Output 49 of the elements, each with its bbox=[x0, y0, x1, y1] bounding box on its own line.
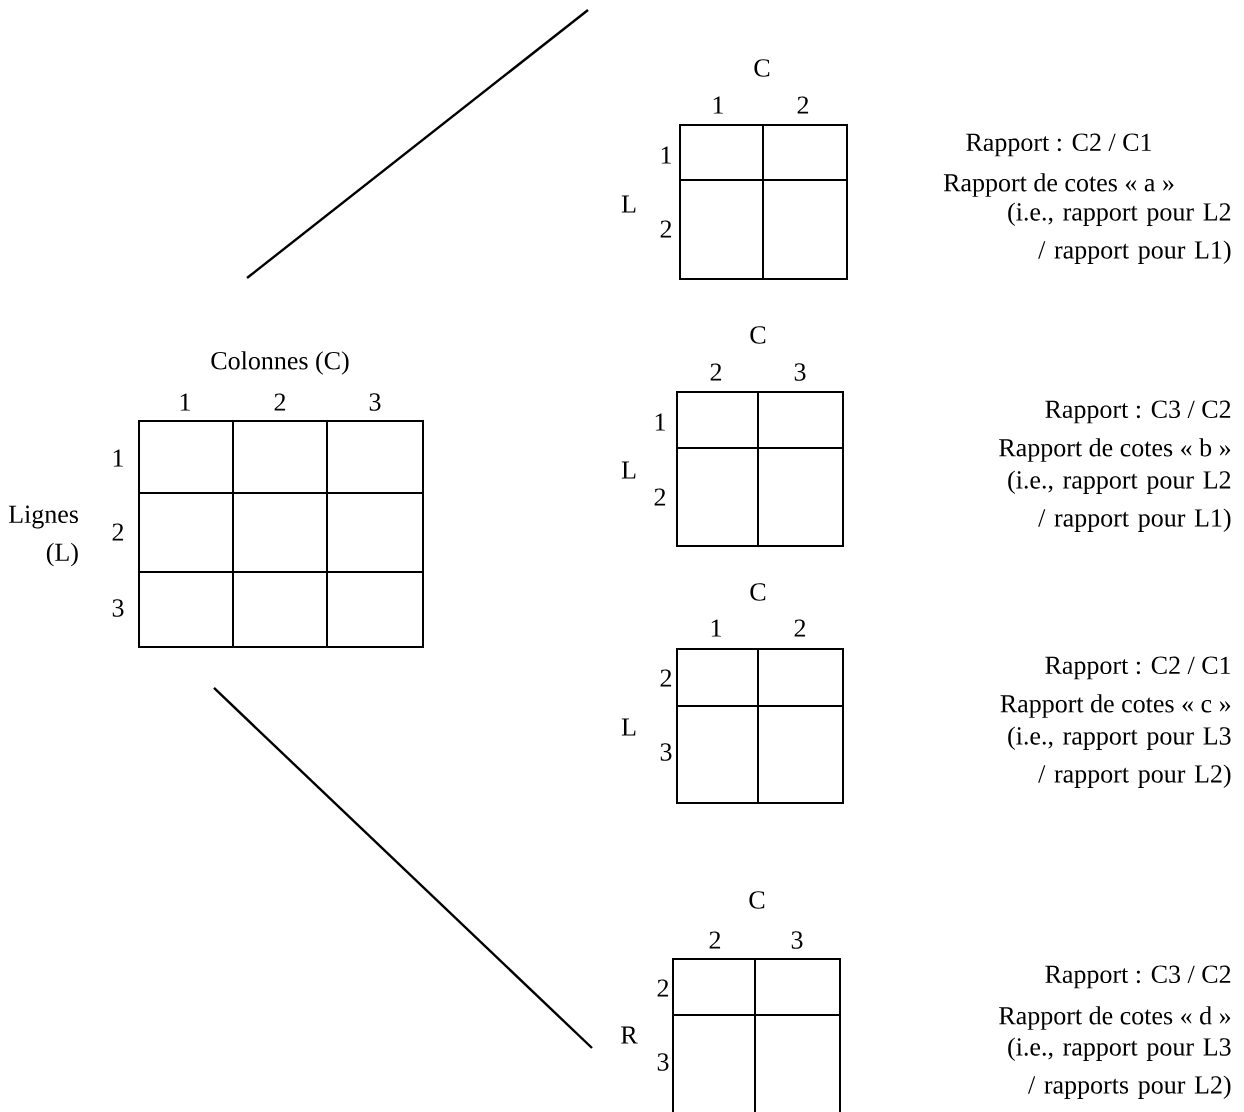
description-text: Rapport : C2 / C1 bbox=[1045, 656, 1231, 680]
description-text: Rapport de cotes « b » bbox=[999, 438, 1231, 462]
description-text: Rapport : C3 / C2 bbox=[1045, 965, 1231, 989]
column-number: 3 bbox=[791, 931, 803, 949]
table-grid bbox=[675, 390, 844, 547]
column-number: 2 bbox=[794, 619, 806, 637]
description-text: Rapport de cotes « c » bbox=[1000, 694, 1231, 718]
axis-title: Colonnes (C) bbox=[211, 351, 349, 375]
column-number: 1 bbox=[711, 619, 721, 637]
axis-title: C bbox=[749, 891, 765, 909]
row-number: 2 bbox=[657, 979, 669, 997]
description-text: (i.e., rapport pour L2 / rapport pour L1) bbox=[1008, 470, 1231, 532]
row-number: 1 bbox=[661, 146, 671, 164]
description-text: (i.e., rapport pour L2 / rapport pour L1) bbox=[1008, 202, 1231, 264]
row-number: 3 bbox=[657, 1053, 669, 1071]
table-grid bbox=[137, 419, 424, 648]
row-number: 1 bbox=[113, 449, 123, 467]
description-text: (i.e., rapport pour L3 / rapport pour L2) bbox=[1008, 726, 1231, 788]
column-number: 3 bbox=[369, 393, 381, 411]
axis-title: L bbox=[621, 461, 636, 479]
table-grid bbox=[678, 123, 848, 280]
axis-title: R bbox=[621, 1026, 638, 1044]
description-text: Rapport de cotes « d » bbox=[999, 1006, 1231, 1030]
column-number: 1 bbox=[180, 393, 190, 411]
description-text: Rapport de cotes « a » bbox=[943, 173, 1174, 197]
row-number: 2 bbox=[112, 523, 124, 541]
row-number: 1 bbox=[655, 413, 665, 431]
table-grid bbox=[675, 647, 844, 804]
axis-title: C bbox=[754, 59, 770, 77]
column-number: 1 bbox=[713, 96, 723, 114]
column-number: 2 bbox=[797, 96, 809, 114]
axis-title: L bbox=[621, 718, 636, 736]
column-number: 2 bbox=[274, 393, 286, 411]
row-number: 2 bbox=[660, 220, 672, 238]
axis-title: C bbox=[750, 583, 766, 601]
row-number: 3 bbox=[660, 743, 672, 761]
column-number: 2 bbox=[709, 931, 721, 949]
description-text: Rapport : C3 / C2 bbox=[1045, 400, 1231, 424]
description-text: Rapport : C2 / C1 bbox=[966, 133, 1151, 157]
row-number: 2 bbox=[660, 669, 672, 687]
column-number: 2 bbox=[710, 363, 722, 381]
axis-title: C bbox=[750, 326, 766, 344]
row-number: 2 bbox=[654, 488, 666, 506]
table-grid bbox=[671, 957, 841, 1112]
column-number: 3 bbox=[794, 363, 806, 381]
description-text: (i.e., rapport pour L3 / rapports pour L2) bbox=[1008, 1037, 1231, 1099]
axis-title: Lignes (L) bbox=[8, 505, 78, 567]
row-number: 3 bbox=[112, 599, 124, 617]
axis-title: L bbox=[621, 195, 636, 213]
